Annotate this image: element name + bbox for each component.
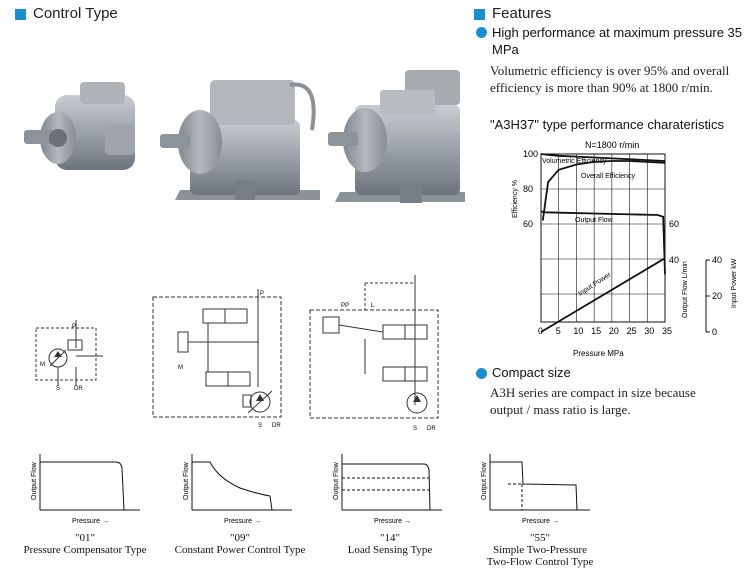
mini-chart-xlabel: Pressure → [374, 518, 411, 525]
x-tick-label: 30 [644, 326, 654, 336]
port-label-s: S [413, 426, 417, 432]
chart-title: N=1800 r/min [585, 140, 639, 150]
port-label-dr: DR [427, 426, 436, 432]
feature2-text-line2: output / mass ratio is large. [490, 402, 631, 417]
type-code: "01" [75, 532, 95, 544]
left-axis-label: Efficiency % [512, 180, 519, 218]
type-caption-55: "55" Simple Two-Pressure Two-Flow Contro… [470, 532, 610, 568]
mini-chart-01: Output Flow Pressure → [31, 454, 140, 525]
power-tick-label: 20 [712, 291, 722, 301]
left-tick-label: 100 [523, 149, 538, 159]
mini-chart-xlabel: Pressure → [72, 518, 109, 525]
type-name: Pressure Compensator Type [23, 544, 147, 556]
flow-tick-label: 60 [669, 219, 679, 229]
series-label: Output Flow [575, 217, 614, 224]
mini-chart-14: Output Flow Pressure → [333, 454, 442, 525]
port-label-p: P [72, 324, 76, 330]
left-tick-label: 80 [523, 184, 533, 194]
feature-text-line2: efficiency is more than 90% at 1800 r/mi… [490, 80, 713, 95]
type-name: Simple Two-Pressure [492, 544, 588, 556]
port-label-s: S [258, 423, 262, 429]
section-marker-icon [15, 9, 26, 20]
right-power-label: Input Power kW [731, 258, 738, 308]
port-label-l: L [371, 303, 375, 309]
series-label: Volumetric Efficiency [542, 158, 607, 165]
type-caption-09: "09" Constant Power Control Type [160, 532, 320, 556]
mini-chart-55: Output Flow Pressure → [481, 454, 590, 525]
power-tick-label: 0 [712, 327, 717, 337]
left-tick-label: 60 [523, 219, 533, 229]
mini-chart-xlabel: Pressure → [224, 518, 261, 525]
x-tick-label: 35 [662, 326, 672, 336]
mini-chart-ylabel: Output Flow [481, 461, 488, 500]
schematic-09: P S DR M [152, 289, 282, 429]
x-tick-label: 5 [556, 326, 561, 336]
x-tick-label: 0 [538, 326, 543, 336]
x-tick-label: 10 [573, 326, 583, 336]
x-tick-label: 25 [627, 326, 637, 336]
type-name-line2: Two-Flow Control Type [486, 556, 594, 568]
pump-photos [24, 70, 465, 203]
right-flow-label: Output Flow L/min [682, 261, 689, 318]
type-name: Constant Power Control Type [174, 544, 306, 556]
type-caption-01: "01" Pressure Compensator Type [10, 532, 160, 556]
plot-frame [540, 153, 666, 323]
feature-heading-compact: Compact size [492, 365, 571, 380]
port-label-dr: DR [74, 386, 83, 390]
x-axis-label: Pressure MPa [573, 349, 624, 358]
flow-tick-label: 40 [669, 255, 679, 265]
x-tick-label: 15 [591, 326, 601, 336]
pump-photo-1 [24, 82, 135, 170]
series-line [540, 210, 666, 275]
performance-chart: N=1800 r/min 0 5 10 15 20 25 30 35 100 80 60 60 40 40… [512, 140, 738, 358]
bullet-icon [476, 368, 487, 379]
feature2-text-line1: A3H series are compact in size because [490, 385, 696, 400]
bullet-icon [476, 27, 487, 38]
control-type-title: Control Type [33, 5, 118, 22]
perf-chart-title: "A3H37" type performance charateristics [490, 117, 724, 132]
mini-chart-09: Output Flow Pressure → [183, 454, 292, 525]
port-label-p: P [260, 291, 264, 297]
series-line [540, 153, 666, 162]
mini-chart-ylabel: Output Flow [183, 461, 190, 500]
schematic-14: PP L S DR [309, 275, 439, 432]
feature-heading-performance: High performance at maximum pressure 35 … [492, 25, 742, 57]
series-label: Input Power [577, 271, 613, 298]
features-title: Features [492, 5, 552, 22]
mini-chart-xlabel: Pressure → [522, 518, 559, 525]
pump-photo-2 [160, 80, 320, 200]
type-code: "14" [380, 532, 400, 544]
port-label-m: M [178, 365, 183, 371]
power-tick-label: 40 [712, 255, 722, 265]
series-line [541, 160, 666, 221]
type-caption-14: "14" Load Sensing Type [320, 532, 460, 556]
port-label-pp: PP [341, 303, 349, 309]
section-marker-icon [474, 9, 485, 20]
port-label-dr: DR [272, 423, 281, 429]
pump-photo-3 [328, 70, 465, 203]
port-label-s: S [56, 386, 60, 390]
type-code: "55" [530, 532, 550, 544]
type-code: "09" [230, 532, 250, 544]
series-label: Overall Efficiency [581, 173, 635, 180]
port-label-m: M [40, 362, 45, 368]
schematic-01: P M S DR [35, 320, 103, 390]
x-tick-label: 20 [609, 326, 619, 336]
feature-text-line1: Volumetric efficiency is over 95% and ov… [490, 63, 730, 78]
series-line [540, 257, 666, 333]
type-name: Load Sensing Type [347, 544, 433, 556]
mini-chart-ylabel: Output Flow [31, 461, 38, 500]
mini-chart-ylabel: Output Flow [333, 461, 340, 500]
